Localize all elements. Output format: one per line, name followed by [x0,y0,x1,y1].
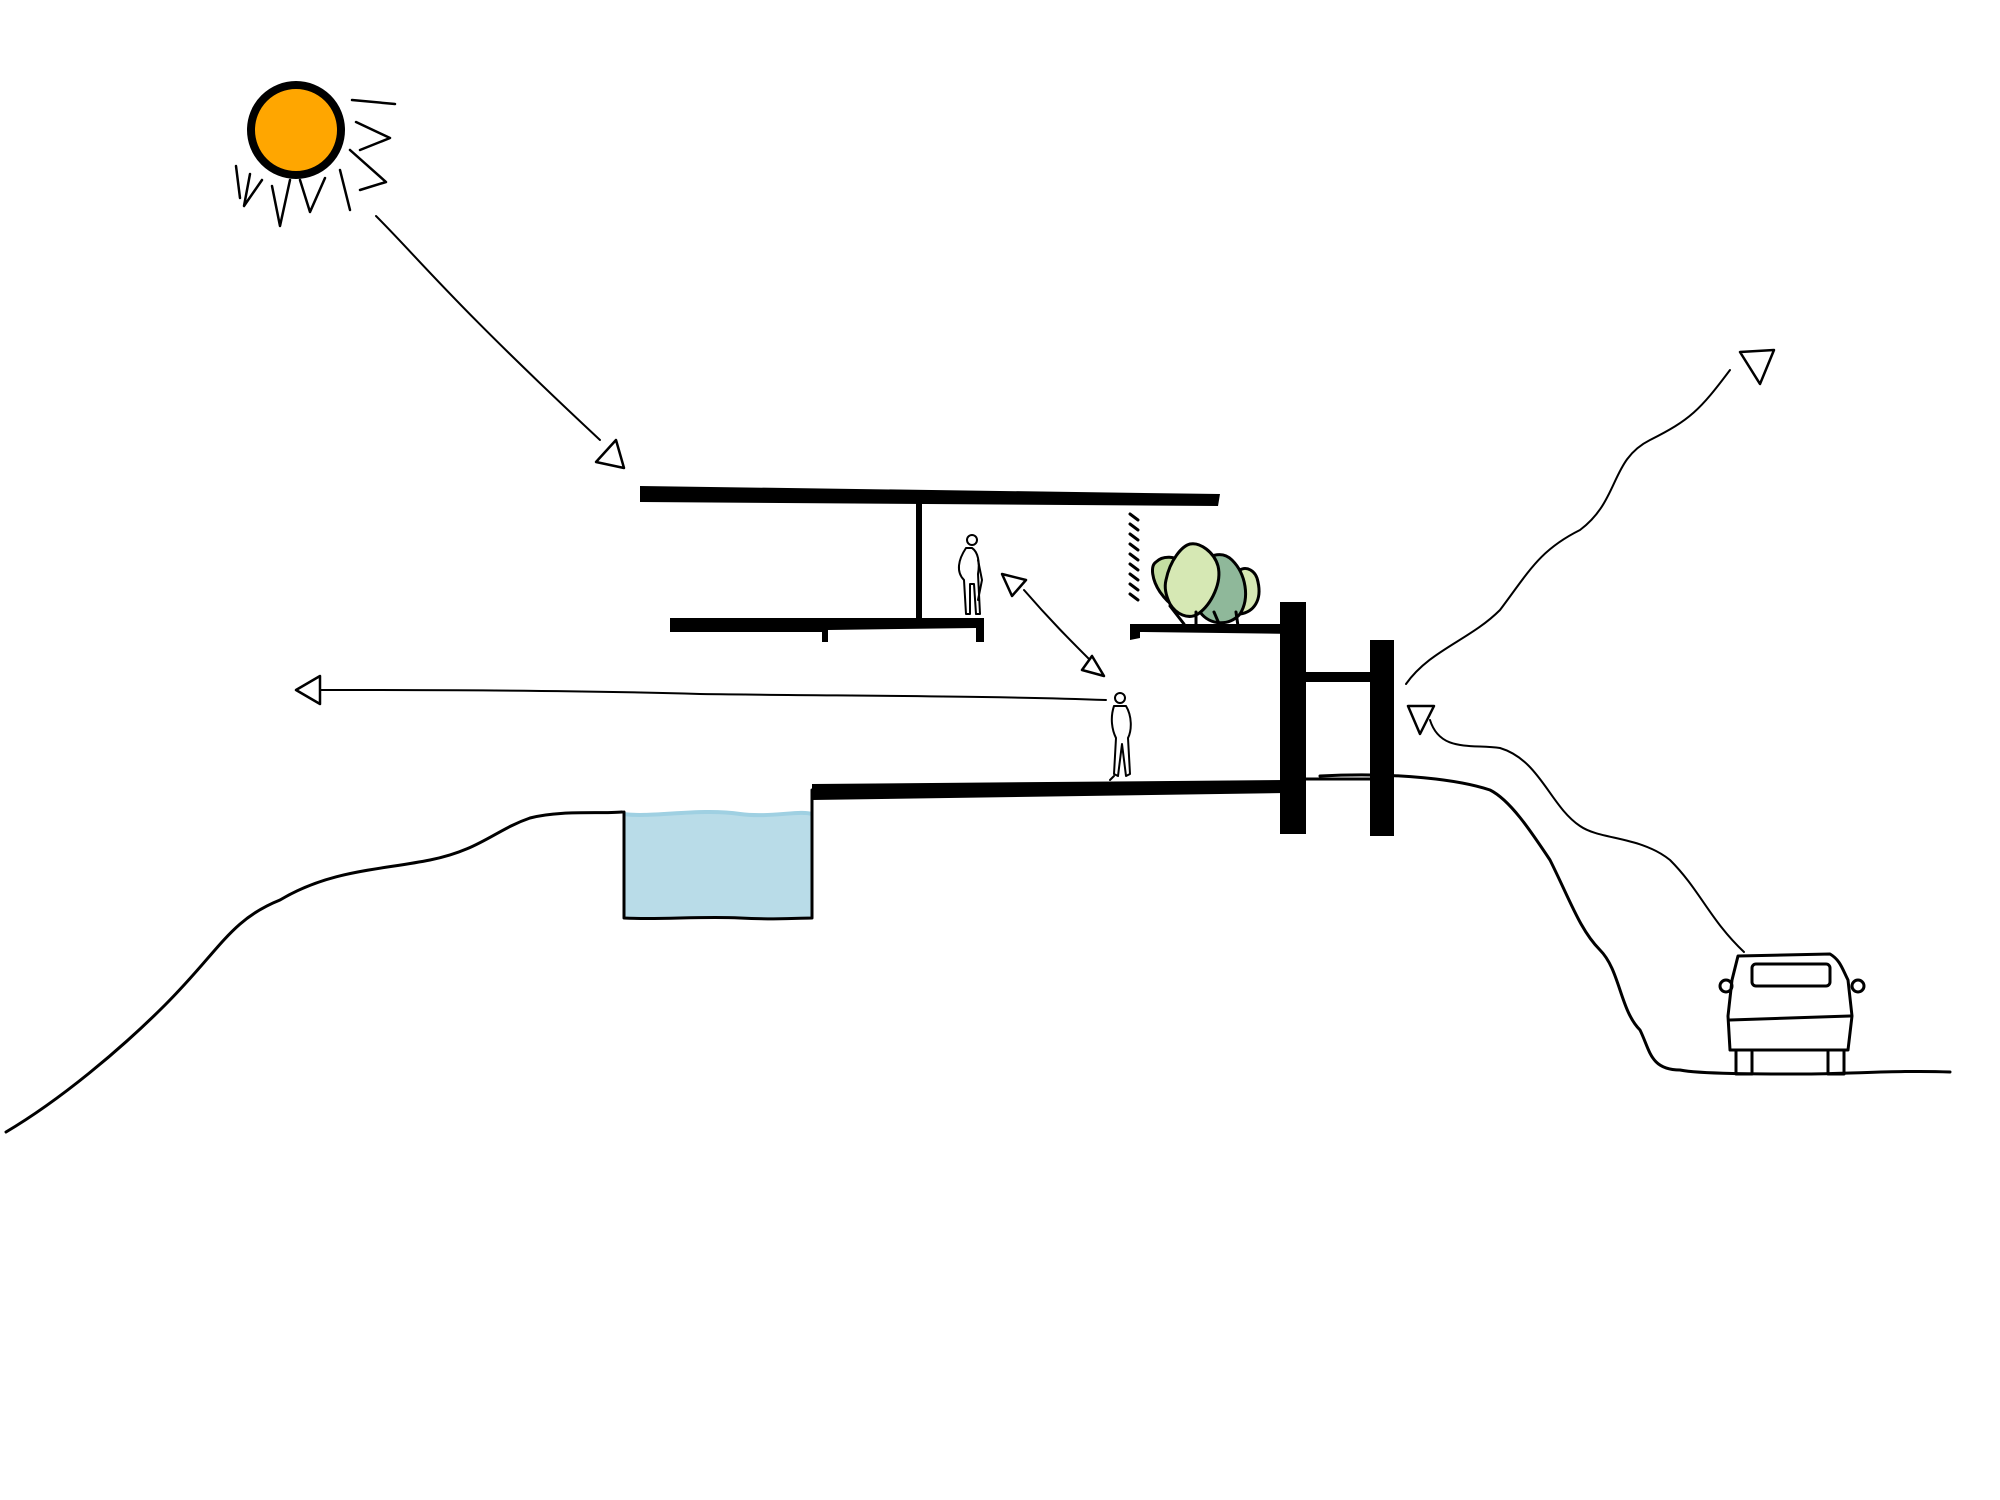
view-arrow-left [294,674,1107,706]
terrain-line [4,810,624,1134]
sun-disc [247,81,345,179]
person-icon [1109,692,1132,781]
sun-ray-arrow [375,215,626,470]
pool [622,788,814,921]
sun-rays [234,98,397,228]
roof-slab [640,486,1220,506]
person-icon [958,534,983,615]
upper-floor-slab [670,618,984,642]
ground-floor-slab [812,780,1286,800]
retaining-wall-inner [1280,602,1306,834]
connecting-beam [1306,672,1372,682]
glazing-hatch [1128,512,1140,602]
terrace-slab [1130,624,1296,640]
retaining-wall-outer [1370,640,1394,836]
roof-column [916,500,922,622]
airflow-arrow-up [1405,348,1776,685]
view-arrow-diagonal [1000,572,1106,678]
car-icon [1718,952,1866,1076]
sun-icon [234,81,397,228]
terrain-right [1318,773,1952,1076]
plants-icon [1151,542,1261,628]
access-arrow-car [1406,704,1745,953]
